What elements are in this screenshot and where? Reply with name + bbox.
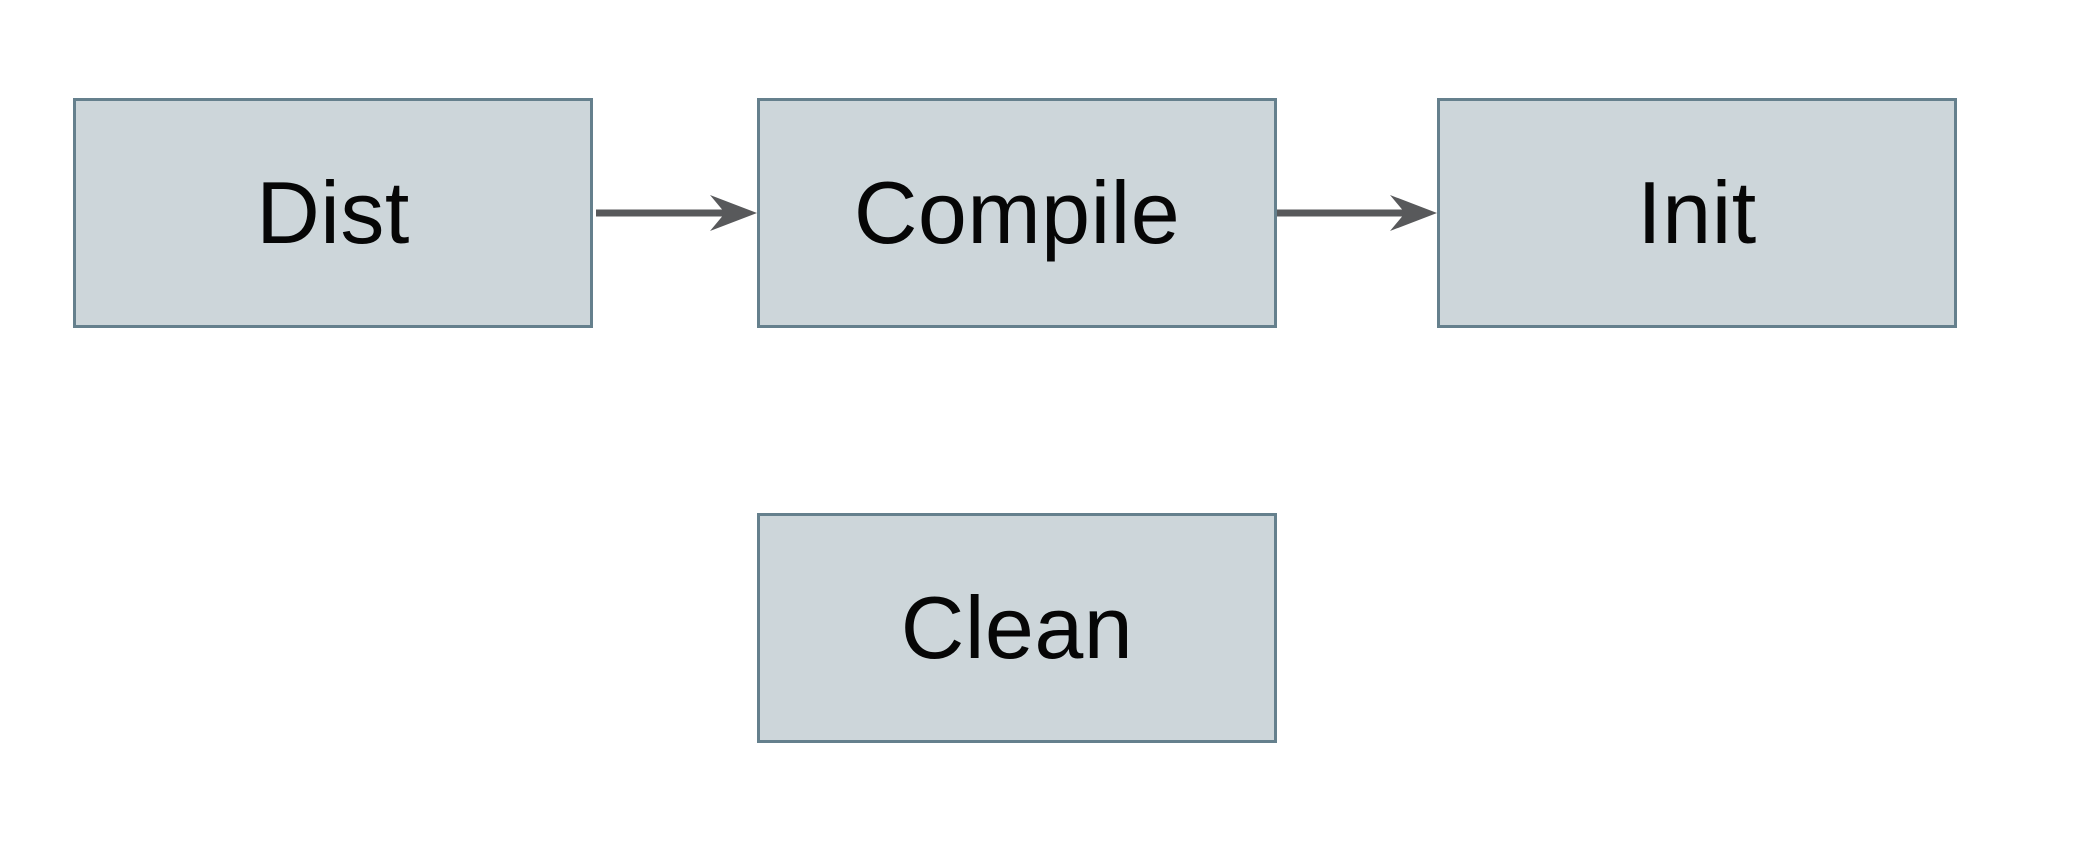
node-dist[interactable]: Dist	[73, 98, 593, 328]
arrow-compile-to-init[interactable]	[1277, 195, 1437, 231]
node-label: Compile	[853, 163, 1181, 262]
node-init[interactable]: Init	[1437, 98, 1957, 328]
arrow-dist-to-compile[interactable]	[596, 195, 757, 231]
node-label: Init	[1637, 163, 1757, 262]
node-clean[interactable]: Clean	[757, 513, 1277, 743]
node-compile[interactable]: Compile	[757, 98, 1277, 328]
node-label: Clean	[900, 578, 1134, 677]
node-label: Dist	[256, 163, 410, 262]
